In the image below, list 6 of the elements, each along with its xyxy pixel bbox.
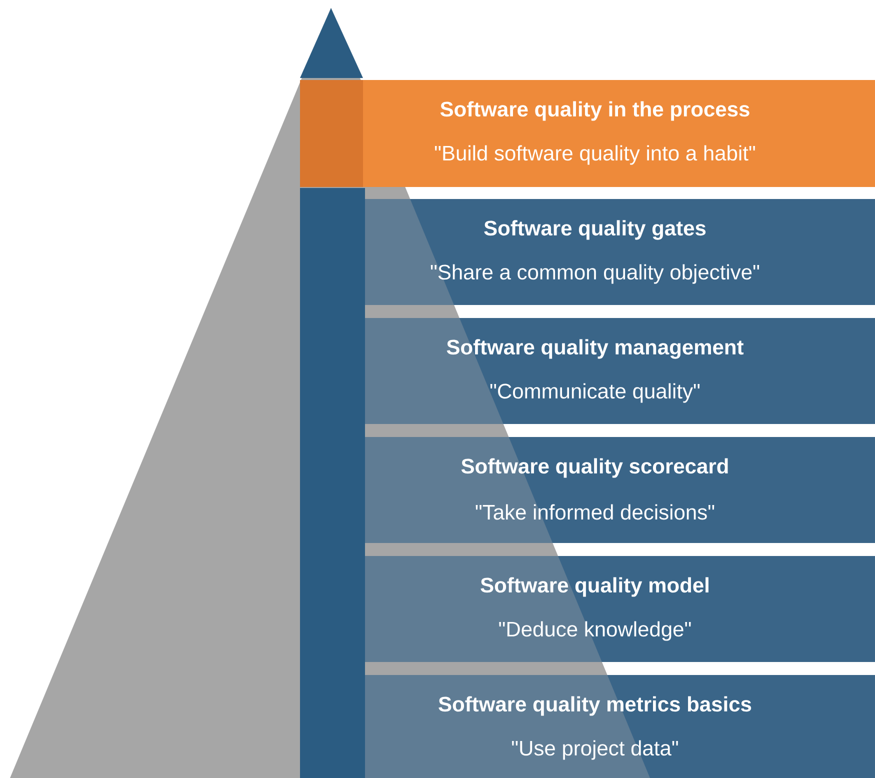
- level-band: Software quality metrics basics "Use project data": [365, 675, 875, 778]
- level-band: Software quality scorecard "Take informed decisions": [365, 437, 875, 543]
- level-band: Software quality in the process "Build software quality into a habit": [300, 80, 875, 187]
- level-band: Software quality management "Communicate quality": [365, 318, 875, 424]
- level-band: Software quality model "Deduce knowledge": [365, 556, 875, 662]
- level-band: Software quality gates "Share a common quality objective": [365, 199, 875, 305]
